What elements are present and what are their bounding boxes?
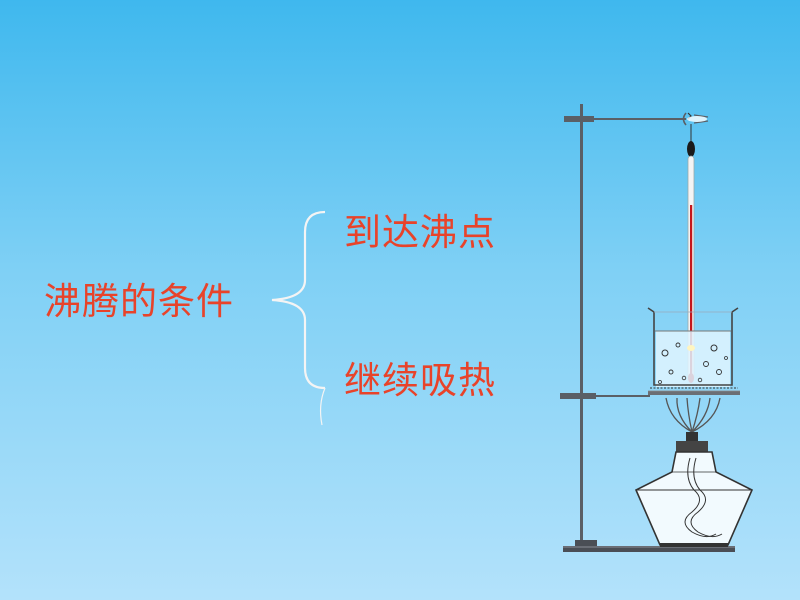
- condition-keep-absorbing-heat: 继续吸热: [344, 359, 496, 402]
- alcohol-lamp-icon: [634, 432, 754, 547]
- wire-gauze-icon: [560, 387, 740, 399]
- boiling-conditions-title: 沸腾的条件: [44, 280, 234, 323]
- flame-icon: [665, 397, 721, 433]
- beaker-icon: [647, 307, 739, 387]
- condition-reach-boiling-point: 到达沸点: [344, 211, 496, 254]
- clamp-icon: [564, 112, 709, 126]
